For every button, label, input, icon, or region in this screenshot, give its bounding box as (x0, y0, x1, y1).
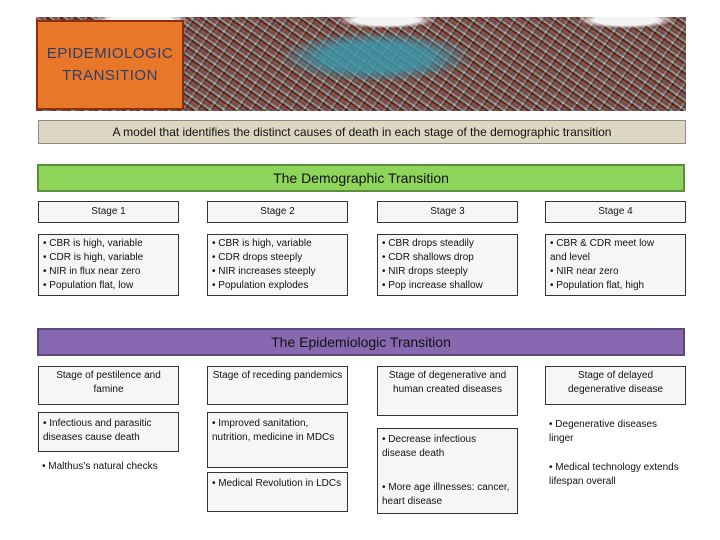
demo-stage-2-header: Stage 2 (207, 201, 348, 223)
subtitle-text: A model that identifies the distinct cau… (112, 125, 612, 139)
demo-stage-4-point: and level (550, 252, 591, 263)
epi-stage-2-point: • Medical Revolution in LDCs (212, 478, 342, 489)
epi-stage-3-body: • Decrease infectious disease death • Mo… (377, 428, 518, 514)
demo-stage-4-point: • CBR & CDR meet low (550, 238, 655, 249)
spacer (382, 461, 513, 481)
epidemiologic-heading-text: The Epidemiologic Transition (271, 334, 451, 350)
demo-stage-3-point: • NIR drops steeply (382, 266, 468, 277)
epi-stage-1-point: • Infectious and parasitic diseases caus… (43, 418, 152, 443)
demo-stage-2-point: • CDR drops steeply (212, 252, 303, 263)
demo-stage-1-point: • Population flat, low (43, 280, 134, 291)
epi-stage-1-extra-point: • Malthus’s natural checks (42, 461, 158, 472)
title-box: EPIDEMIOLOGIC TRANSITION (36, 20, 184, 110)
demo-stage-3-body: • CBR drops steadily • CDR shallows drop… (377, 234, 518, 296)
demo-stage-4-header: Stage 4 (545, 201, 686, 223)
demo-stage-2-point: • NIR increases steeply (212, 266, 316, 277)
demo-stage-4-body: • CBR & CDR meet low and level • NIR nea… (545, 234, 686, 296)
epi-stage-3-header: Stage of degenerative and human created … (377, 366, 518, 416)
demo-stage-3-point: • CDR shallows drop (382, 252, 474, 263)
demographic-heading-text: The Demographic Transition (273, 170, 449, 186)
demo-stage-4-point: • Population flat, high (550, 280, 645, 291)
demo-stage-3-header: Stage 3 (377, 201, 518, 223)
demo-stage-1-point: • CBR is high, variable (43, 238, 143, 249)
epidemiologic-transition-heading: The Epidemiologic Transition (37, 328, 685, 356)
demographic-transition-heading: The Demographic Transition (37, 164, 685, 192)
epi-stage-4-header: Stage of delayed degenerative disease (545, 366, 686, 405)
demo-stage-3-point: • CBR drops steadily (382, 238, 474, 249)
epi-stage-2-body-1: • Improved sanitation, nutrition, medici… (207, 412, 348, 468)
demo-stage-2-point: • Population explodes (212, 280, 309, 291)
epi-stage-3-point: • More age illnesses: cancer, heart dise… (382, 482, 510, 507)
epi-stage-2-body-2: • Medical Revolution in LDCs (207, 472, 348, 512)
demo-stage-1-body: • CBR is high, variable • CDR is high, v… (38, 234, 179, 296)
epi-stage-3-point: • Decrease infectious disease death (382, 434, 477, 459)
demo-stage-4-point: • NIR near zero (550, 266, 619, 277)
demo-stage-2-body: • CBR is high, variable • CDR drops stee… (207, 234, 348, 296)
epi-stage-2-point: • Improved sanitation, nutrition, medici… (212, 418, 335, 443)
demo-stage-1-point: • NIR in flux near zero (43, 266, 141, 277)
demo-stage-2-point: • CBR is high, variable (212, 238, 312, 249)
epi-stage-4-point-1: • Degenerative diseases linger (549, 419, 658, 444)
demo-stage-1-header: Stage 1 (38, 201, 179, 223)
epi-stage-4-point-2: • Medical technology extends lifespan ov… (549, 462, 679, 487)
subtitle-bar: A model that identifies the distinct cau… (38, 120, 686, 144)
demo-stage-1-point: • CDR is high, variable (43, 252, 144, 263)
demo-stage-3-point: • Pop increase shallow (382, 280, 483, 291)
epi-stage-1-body: • Infectious and parasitic diseases caus… (38, 412, 179, 452)
epi-stage-2-header: Stage of receding pandemics (207, 366, 348, 405)
epi-stage-1-header: Stage of pestilence and famine (38, 366, 179, 405)
